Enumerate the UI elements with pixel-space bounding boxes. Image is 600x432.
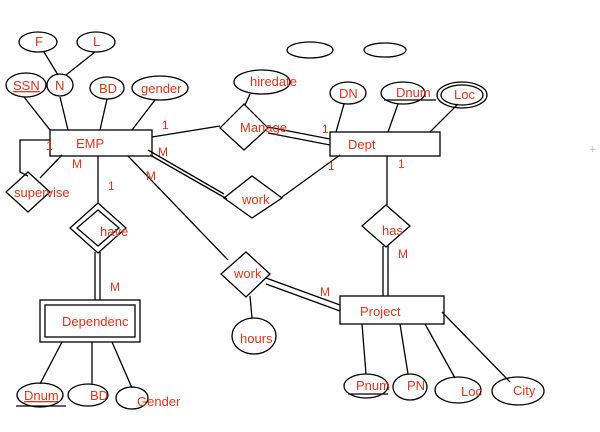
attribute-f[interactable]: F — [18, 31, 58, 53]
attribute-loc-label: Loc — [454, 87, 475, 102]
attribute-pn[interactable]: PN — [392, 373, 428, 401]
relationship-work-project[interactable]: work — [220, 251, 271, 298]
card-project-has: M — [398, 247, 408, 261]
entity-emp-label: EMP — [76, 136, 104, 151]
entity-project-label: Project — [360, 304, 401, 319]
card-dependent-have: M — [110, 280, 120, 294]
card-supervise-1: 1 — [46, 139, 53, 153]
attribute-n-label: N — [55, 78, 64, 93]
identifying-relationship-have[interactable]: have — [69, 202, 128, 254]
attribute-dnum-label: Dnum — [396, 85, 431, 100]
attribute-bd[interactable]: BD — [89, 76, 125, 100]
relationship-has[interactable]: has — [361, 204, 411, 248]
weak-entity-dependent-label: Dependenc — [62, 314, 129, 329]
attribute-pnum-label: Pnum — [356, 378, 390, 393]
attribute-dnum[interactable]: Dnum — [380, 81, 436, 105]
attribute-unlabeled-2[interactable] — [363, 42, 407, 58]
attribute-bd-label: BD — [99, 81, 117, 96]
relationship-work-project-label: work — [233, 266, 262, 281]
attribute-ssn[interactable]: SSN — [5, 72, 47, 98]
attribute-dependent-dnum-label: Dnum — [24, 388, 59, 403]
card-emp-have: 1 — [108, 179, 115, 193]
attribute-dependent-dnum[interactable]: Dnum — [16, 382, 66, 408]
attribute-gender-label: gender — [141, 81, 182, 96]
attribute-city[interactable]: City — [491, 376, 545, 406]
card-emp-workp: M — [146, 169, 156, 183]
attribute-dependent-bd-label: BD — [90, 388, 108, 403]
attribute-l[interactable]: L — [76, 31, 116, 53]
card-emp-manage: 1 — [162, 118, 169, 132]
connector-lines — [19, 51, 511, 389]
attribute-gender[interactable]: gender — [131, 75, 189, 101]
relationship-manage[interactable]: Manage — [219, 103, 287, 151]
card-dept-work: 1 — [328, 159, 335, 173]
card-supervise-m: M — [72, 157, 82, 171]
attribute-l-label: L — [93, 34, 100, 49]
identifying-relationship-have-label: have — [100, 224, 128, 239]
entity-emp[interactable]: EMP — [49, 129, 153, 157]
cardinality-labels: 1 1 M 1 1 M 1 M 1 M M M — [46, 118, 408, 299]
relationship-work-dept-label: work — [241, 192, 270, 207]
weak-entity-dependent[interactable]: Dependenc — [39, 299, 141, 343]
attribute-hours[interactable]: hours — [231, 317, 277, 355]
attribute-project-loc[interactable]: Loc — [434, 376, 482, 404]
entity-project[interactable]: Project — [339, 295, 445, 325]
attribute-dependent-gender[interactable]: Gender — [115, 386, 181, 410]
card-emp-work: M — [158, 145, 168, 159]
attribute-hiredate[interactable]: hiredate — [233, 69, 297, 95]
attribute-hours-label: hours — [240, 331, 273, 346]
attribute-dn-label: DN — [339, 86, 358, 101]
attribute-ssn-label: SSN — [13, 78, 40, 93]
relationship-supervise[interactable]: supervise — [5, 171, 70, 213]
attribute-hiredate-label: hiredate — [250, 74, 297, 89]
relationship-has-label: has — [382, 223, 403, 238]
card-dept-manage: 1 — [322, 122, 329, 136]
attribute-unlabeled-1[interactable] — [286, 41, 334, 59]
attribute-loc-multivalued[interactable]: Loc — [436, 81, 488, 109]
entity-dept-label: Dept — [348, 137, 376, 152]
attribute-dn[interactable]: DN — [329, 81, 367, 105]
attribute-dependent-gender-label: Gender — [137, 394, 181, 409]
attribute-city-label: City — [513, 383, 536, 398]
attribute-f-label: F — [35, 34, 43, 49]
attribute-dependent-bd[interactable]: BD — [67, 383, 109, 407]
attribute-project-loc-label: Loc — [461, 384, 482, 399]
card-project-workp: M — [320, 285, 330, 299]
card-dept-has: 1 — [398, 157, 405, 171]
attribute-pn-label: PN — [407, 378, 425, 393]
relationship-supervise-label: supervise — [14, 185, 70, 200]
attribute-n[interactable]: N — [46, 73, 74, 97]
relationship-work-dept[interactable]: work — [222, 175, 284, 219]
attribute-pnum[interactable]: Pnum — [343, 373, 390, 399]
entity-dept[interactable]: Dept — [329, 131, 441, 157]
relationship-manage-label: Manage — [240, 120, 287, 135]
stray-mark: + — [589, 145, 597, 155]
